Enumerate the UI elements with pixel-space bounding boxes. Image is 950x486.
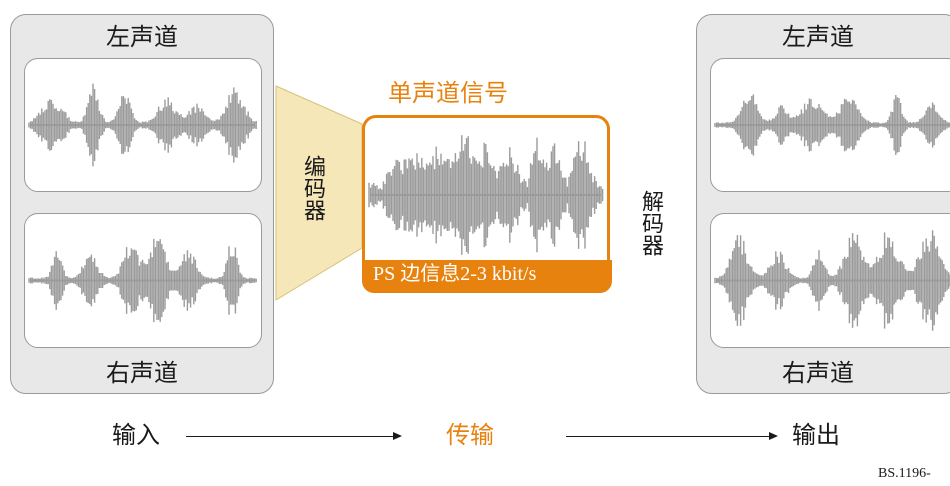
flow-input-label: 输入 (112, 423, 160, 449)
output-right-waveform (710, 213, 950, 348)
input-right-waveform (24, 213, 262, 348)
output-right-channel-label: 右声道 (782, 361, 854, 387)
input-arrow (186, 432, 402, 440)
output-left-waveform (710, 58, 950, 192)
arrowhead-icon (393, 432, 402, 440)
mono-waveform-graphic (368, 135, 604, 255)
output-left-channel-label: 左声道 (782, 25, 854, 51)
encoder-label: 编码器 (301, 155, 326, 221)
flow-output-label: 输出 (792, 423, 840, 449)
transmission-arrow (566, 432, 778, 440)
input-left-waveform (24, 58, 262, 192)
right-waveform-graphic (28, 238, 257, 323)
ps-side-info-bar: PS 边信息2-3 kbit/s (362, 260, 612, 293)
decoder-label: 解码器 (639, 190, 664, 256)
mono-signal-title: 单声道信号 (388, 81, 508, 107)
flow-transmission-label: 传输 (446, 423, 494, 449)
figure-id: BS.1196- (878, 466, 931, 481)
out-left-waveform-graphic (714, 94, 950, 156)
ps-side-info-text: PS 边信息2-3 kbit/s (373, 263, 537, 285)
left-waveform-graphic (28, 83, 257, 167)
arrowhead-icon (769, 432, 778, 440)
out-right-waveform-graphic (714, 230, 950, 331)
input-right-channel-label: 右声道 (106, 361, 178, 387)
input-left-channel-label: 左声道 (106, 25, 178, 51)
